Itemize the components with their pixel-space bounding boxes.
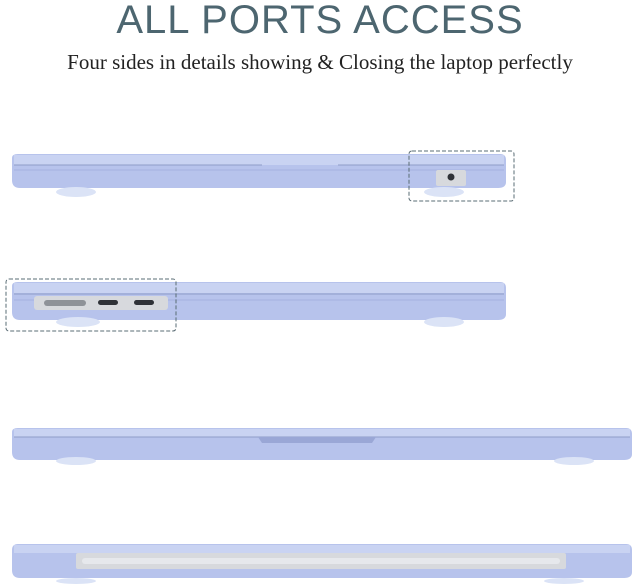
laptop-case (12, 428, 632, 460)
page-title: ALL PORTS ACCESS (116, 0, 524, 42)
rubber-foot-left (56, 187, 96, 197)
rubber-foot-left (56, 317, 100, 327)
rubber-foot-right (554, 457, 594, 465)
lid-notch (258, 437, 376, 443)
rear-view (12, 544, 632, 584)
usb-c-port-icon (134, 300, 154, 305)
side-view-right (12, 150, 515, 202)
page-subtitle: Four sides in details showing & Closing … (67, 50, 573, 74)
rubber-foot-left (56, 457, 96, 465)
usb-c-port-icon (98, 300, 118, 305)
headphone-jack-icon (447, 173, 455, 181)
rubber-foot-right (544, 578, 584, 584)
front-view (12, 428, 632, 465)
magsafe-port-icon (44, 300, 86, 306)
rubber-foot-right (424, 187, 464, 197)
port-callout-box (5, 278, 177, 332)
rubber-foot-left (56, 578, 96, 584)
hinge-bar (82, 558, 560, 564)
laptop-case (12, 154, 506, 188)
port-callout-box (408, 150, 515, 202)
rubber-foot-right (424, 317, 464, 327)
side-view-left (5, 278, 506, 332)
